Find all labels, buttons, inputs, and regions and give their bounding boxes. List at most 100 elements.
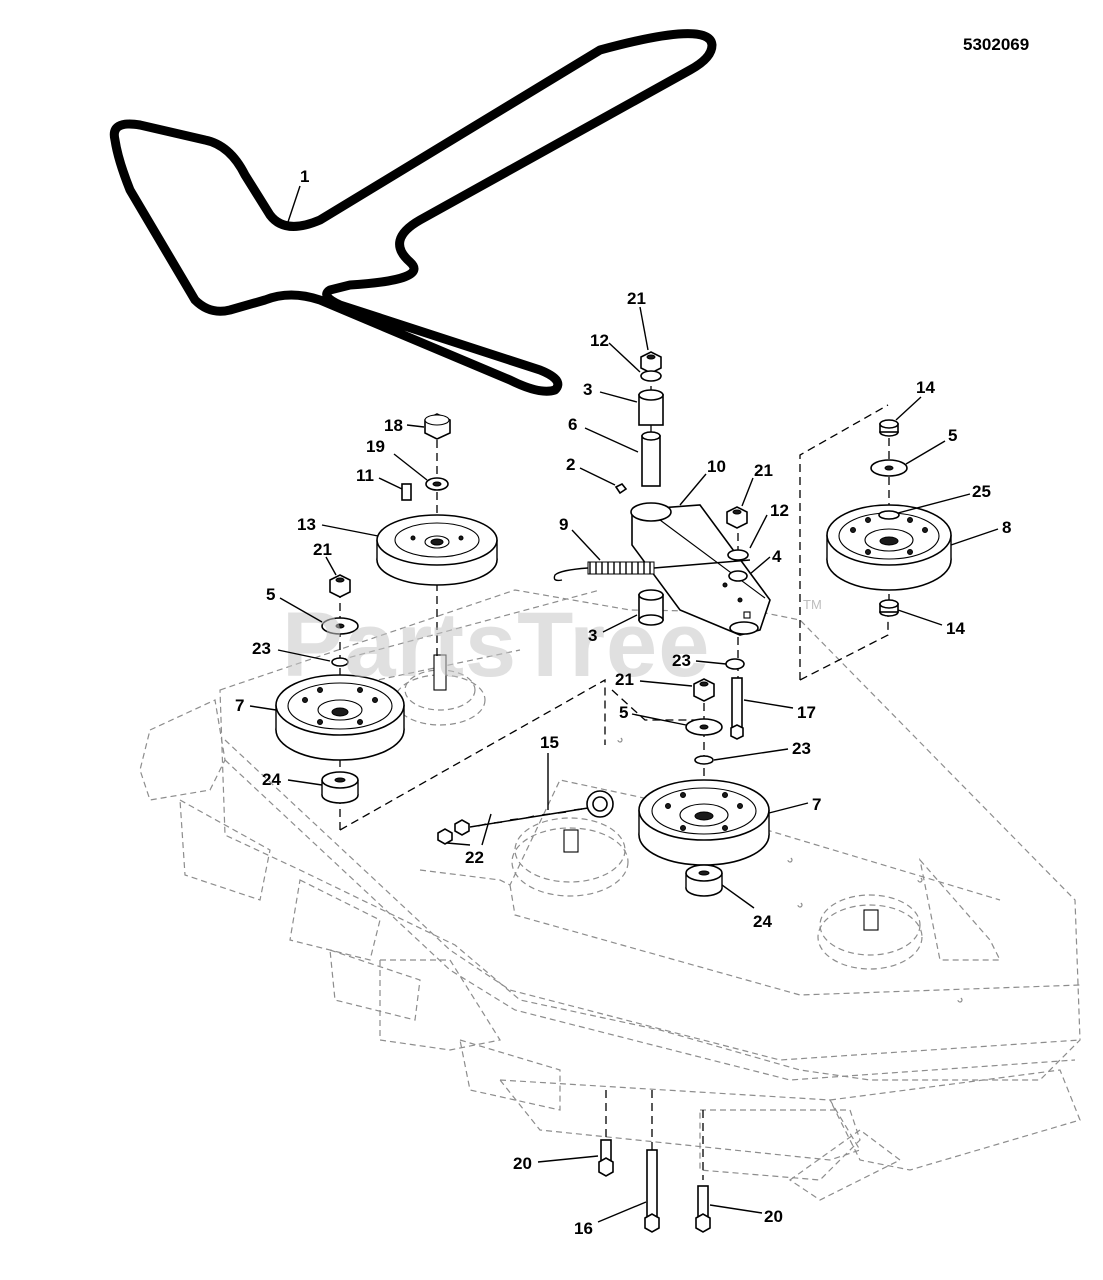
callout-20-left: 20	[513, 1154, 599, 1173]
leader-line	[749, 514, 768, 549]
callout-23-left: 23	[252, 639, 331, 662]
callout-label-11: 11	[356, 466, 374, 485]
leader-line	[679, 473, 707, 506]
callout-label-2: 2	[566, 455, 575, 474]
callout-24-left: 24	[262, 770, 323, 789]
callout-label-10: 10	[707, 457, 726, 476]
document-number: 5302069	[963, 35, 1029, 54]
callout-label-18: 18	[384, 416, 403, 435]
drive-belt	[109, 29, 717, 396]
leader-line	[584, 427, 639, 453]
leader-line	[709, 1204, 763, 1214]
leader-line	[249, 705, 277, 711]
assembly-center-lines	[339, 360, 890, 1180]
callout-19: 19	[366, 437, 428, 481]
callout-5-mid: 5	[619, 703, 687, 726]
callout-label-20: 20	[513, 1154, 532, 1173]
tension-spring	[553, 559, 751, 582]
callout-6: 6	[568, 415, 639, 453]
callout-2: 2	[566, 455, 616, 486]
callout-16: 16	[574, 1201, 647, 1238]
leader-line	[895, 396, 922, 421]
leader-line	[639, 306, 649, 351]
leader-line	[639, 680, 693, 687]
bottom-bolts	[598, 1139, 711, 1233]
leader-line	[571, 529, 601, 561]
callout-25: 25	[897, 482, 991, 514]
leader-line	[579, 467, 616, 486]
callout-label-9: 9	[559, 515, 568, 534]
callout-4: 4	[749, 547, 782, 575]
callout-18: 18	[384, 416, 425, 435]
leader-line	[277, 649, 331, 662]
leader-line	[287, 779, 323, 786]
watermark: PartsTree TM	[282, 594, 822, 696]
callout-label-24: 24	[753, 912, 772, 931]
callout-13: 13	[297, 515, 379, 537]
callout-label-23: 23	[672, 651, 691, 670]
callout-label-20: 20	[764, 1207, 783, 1226]
callout-12-right: 12	[749, 501, 789, 549]
callout-label-21: 21	[313, 540, 332, 559]
callout-label-15: 15	[540, 733, 559, 752]
callout-label-23: 23	[792, 739, 811, 758]
leader-line	[897, 609, 943, 626]
leader-line	[325, 556, 337, 576]
callout-9: 9	[559, 515, 601, 561]
callout-label-3: 3	[583, 380, 592, 399]
callout-label-6: 6	[568, 415, 577, 434]
callout-23-lower: 23	[713, 739, 811, 761]
leader-line	[695, 660, 727, 665]
leader-line	[537, 1155, 599, 1163]
callout-label-5: 5	[266, 585, 275, 604]
callout-10: 10	[679, 457, 726, 506]
callout-11: 11	[356, 466, 403, 490]
callout-21-mid: 21	[615, 670, 693, 689]
leader-line	[287, 185, 301, 223]
leader-line	[741, 477, 754, 507]
callout-5-left: 5	[266, 585, 323, 623]
callout-1: 1	[287, 167, 309, 223]
callout-15: 15	[540, 733, 559, 810]
leader-line	[608, 342, 641, 373]
callout-label-5: 5	[948, 426, 957, 445]
callout-7-center: 7	[768, 795, 821, 814]
callout-22: 22	[446, 813, 492, 867]
callout-3-top: 3	[583, 380, 638, 403]
leader-line	[713, 748, 789, 761]
callout-label-12: 12	[770, 501, 789, 520]
leader-line	[599, 391, 638, 403]
mower-deck	[139, 589, 1081, 1201]
callout-label-24: 24	[262, 770, 281, 789]
leader-line	[631, 713, 687, 726]
leader-line	[279, 597, 323, 623]
callout-label-4: 4	[772, 547, 782, 566]
center-pulley-stack	[638, 678, 770, 897]
leader-line	[321, 524, 379, 537]
leader-line	[905, 440, 946, 465]
left-pulley-stack	[275, 413, 498, 804]
callout-24-center: 24	[721, 884, 772, 931]
watermark-text: PartsTree	[282, 594, 710, 696]
eyebolt-assembly	[437, 790, 614, 845]
callout-12-top: 12	[590, 331, 641, 373]
callout-label-16: 16	[574, 1219, 593, 1238]
leader-line	[597, 1201, 647, 1223]
callout-label-19: 19	[366, 437, 385, 456]
leader-line	[749, 556, 771, 575]
callout-label-25: 25	[972, 482, 991, 501]
leader-line	[393, 453, 428, 481]
callout-14-top: 14	[895, 378, 935, 421]
callout-label-7: 7	[235, 696, 244, 715]
leader-line	[481, 813, 492, 846]
callout-label-12: 12	[590, 331, 609, 350]
leader-line	[602, 614, 638, 633]
callout-label-7: 7	[812, 795, 821, 814]
callout-17: 17	[743, 699, 816, 722]
callout-label-3: 3	[588, 626, 597, 645]
callout-3-lower: 3	[588, 614, 638, 645]
idler-arm-assembly	[553, 351, 771, 740]
callout-label-21: 21	[627, 289, 646, 308]
